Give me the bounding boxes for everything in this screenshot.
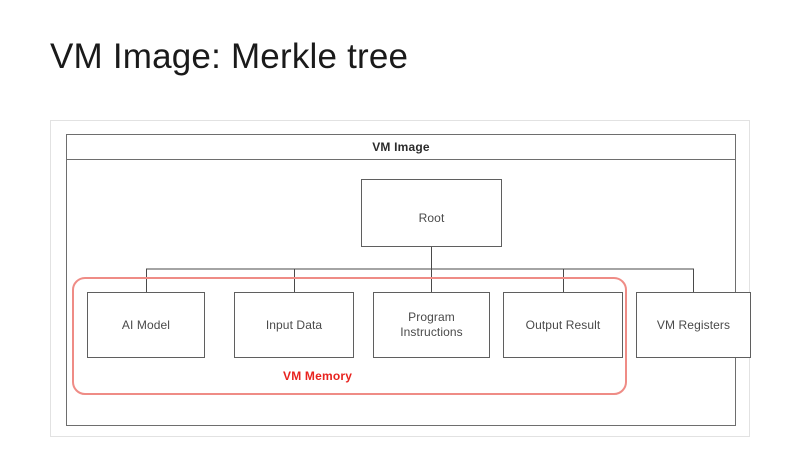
node-program-line2: Instructions: [400, 325, 463, 339]
vm-image-container: VM Image: [66, 134, 736, 426]
node-program-instructions[interactable]: Program Instructions: [373, 292, 490, 358]
node-root[interactable]: Root: [361, 179, 502, 247]
node-program-line1: Program: [408, 310, 455, 324]
node-program-instructions-label: Program Instructions: [400, 310, 463, 340]
diagram-frame: VM Image Root AI Model Input Data Progr: [50, 120, 751, 437]
node-ai-model[interactable]: AI Model: [87, 292, 205, 358]
vm-memory-label: VM Memory: [283, 369, 353, 383]
vm-image-title: VM Image: [372, 140, 430, 154]
page-title: VM Image: Merkle tree: [50, 37, 409, 76]
node-output-result[interactable]: Output Result: [503, 292, 623, 358]
node-output-result-label: Output Result: [525, 317, 601, 332]
node-ai-model-label: AI Model: [121, 317, 171, 332]
node-input-data-label: Input Data: [265, 317, 323, 332]
vm-image-header: VM Image: [67, 135, 735, 160]
node-vm-registers[interactable]: VM Registers: [636, 292, 751, 358]
node-root-label: Root: [418, 210, 445, 225]
node-input-data[interactable]: Input Data: [234, 292, 354, 358]
node-vm-registers-label: VM Registers: [656, 317, 731, 332]
